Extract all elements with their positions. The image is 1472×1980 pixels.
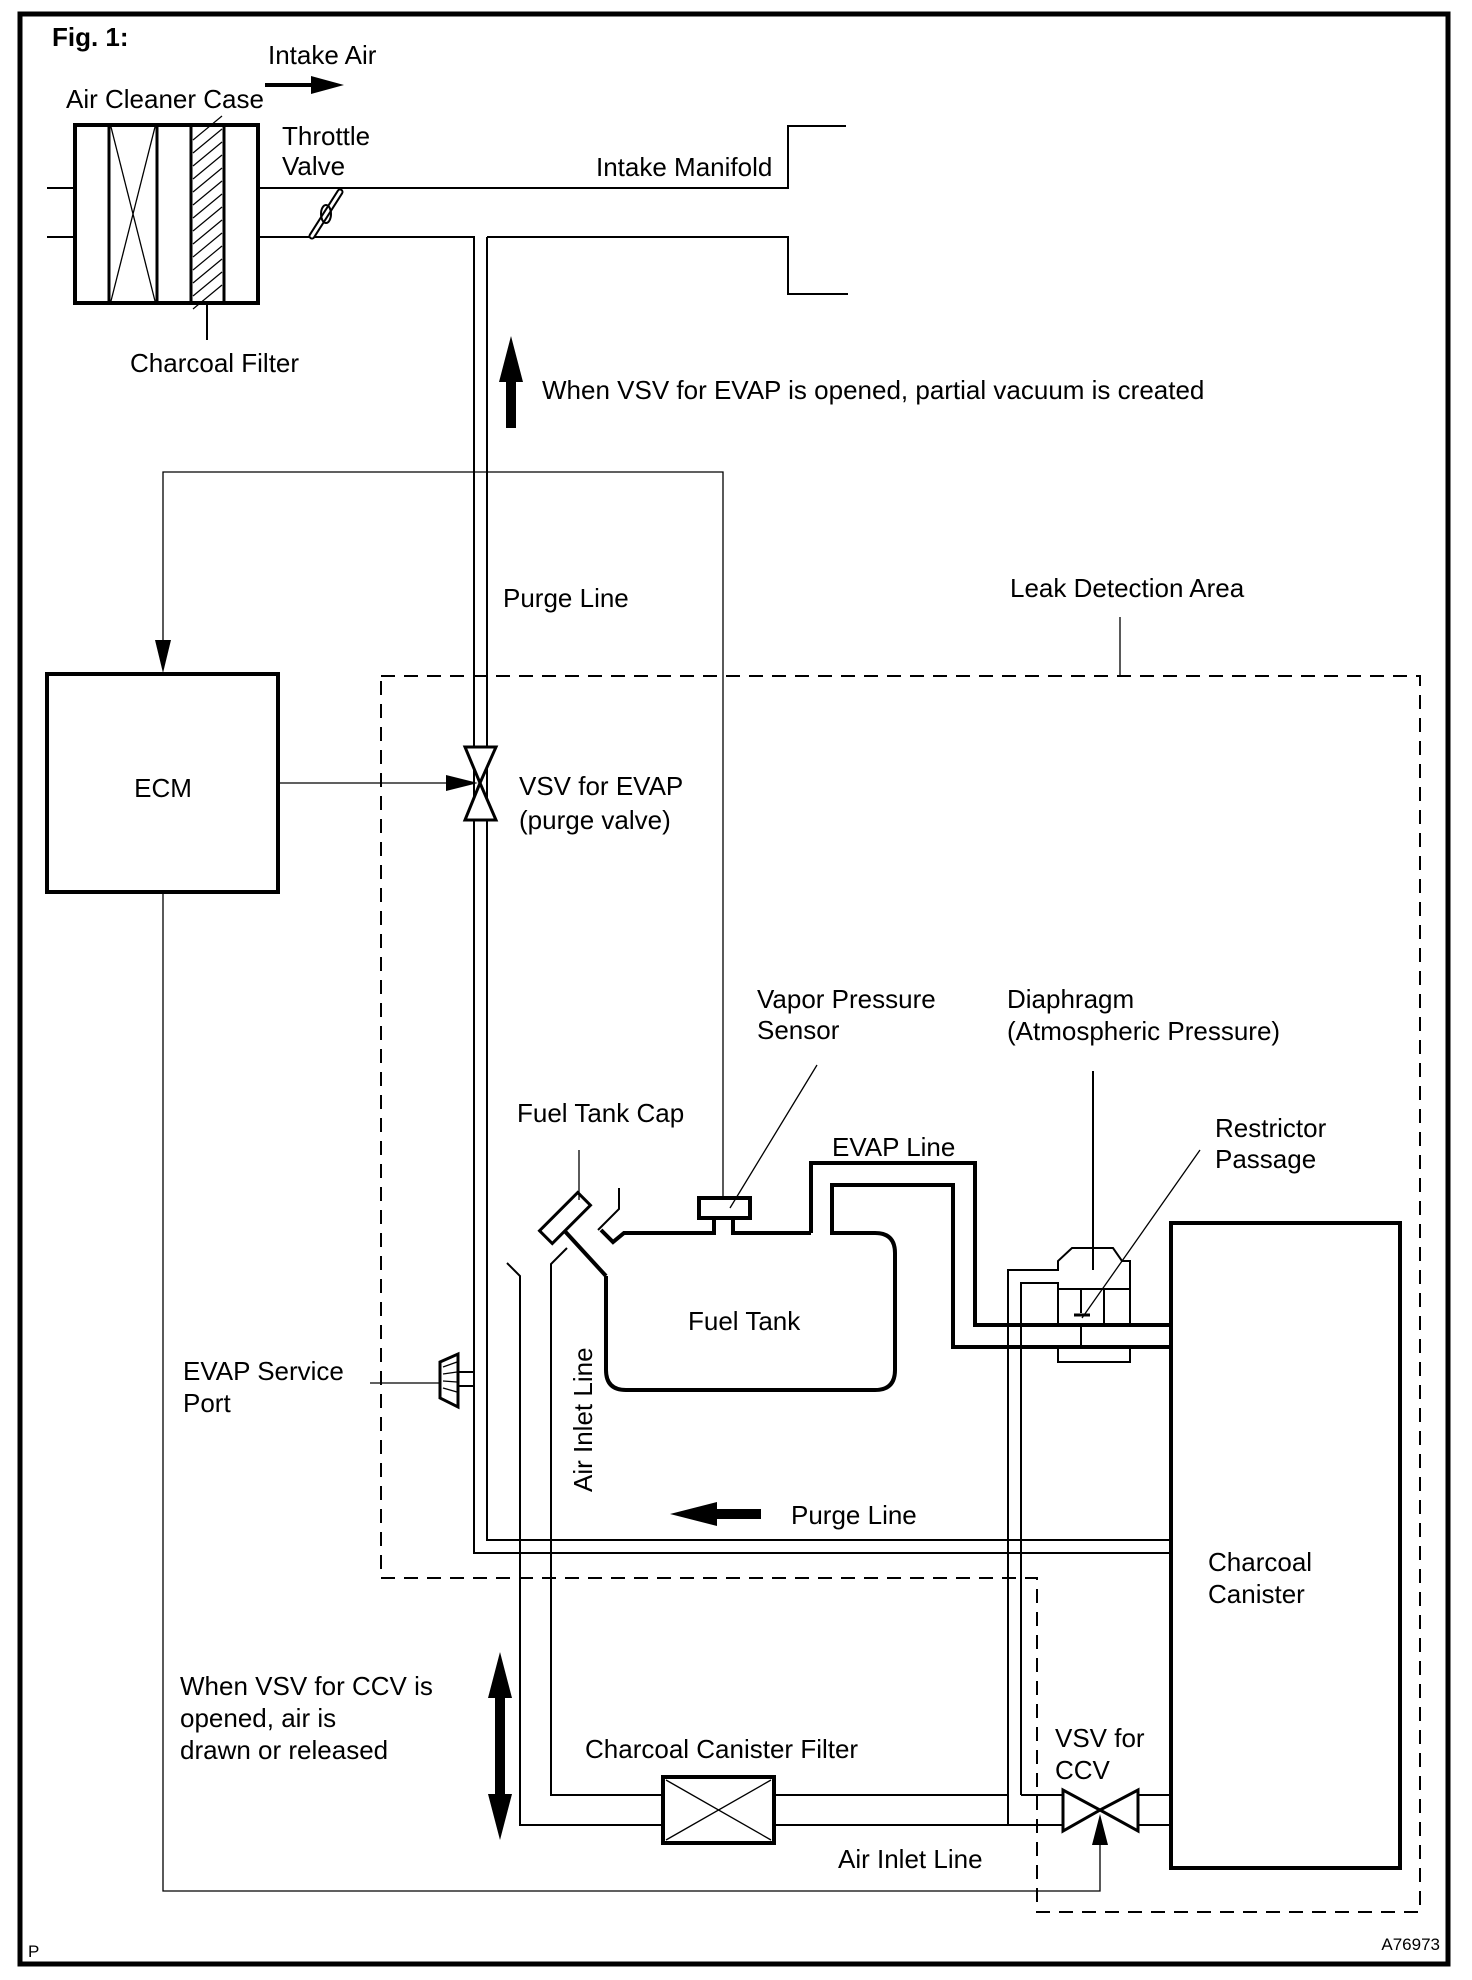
charcoal-filter-hatch (192, 115, 223, 310)
vapor-pressure-sensor-icon (697, 1196, 752, 1220)
ccv-note-2: opened, air is (180, 1703, 336, 1733)
figure-frame (17, 11, 1451, 1967)
hatch-line (192, 271, 223, 297)
vapor-pressure-sensor-label-1: Vapor Pressure (757, 984, 936, 1014)
fuel-tank-body (599, 1161, 1171, 1392)
ecm-input-arrow-icon (155, 640, 171, 673)
hatch-line (192, 154, 223, 180)
purge-line-label-upper: Purge Line (503, 583, 629, 613)
charcoal-canister (1169, 1221, 1402, 1870)
vacuum-arrow-up-icon (499, 336, 523, 428)
corner-mark: P (28, 1942, 39, 1961)
restrictor-passage-leader (1081, 1149, 1201, 1319)
diaphragm-assembly-icon (1007, 1247, 1171, 1825)
restrictor-passage-label-1: Restrictor (1215, 1113, 1327, 1143)
vsv-evap-signal-arrow-icon (446, 775, 478, 791)
intake-air-label: Intake Air (268, 40, 377, 70)
hatch-line (192, 128, 223, 154)
fuel-tank-neck (559, 1225, 608, 1278)
fuel-tank-cap-label: Fuel Tank Cap (517, 1098, 684, 1128)
evap-service-port-icon (438, 1351, 474, 1410)
fuel-tank-label: Fuel Tank (688, 1306, 801, 1336)
reference-code: A76973 (1381, 1935, 1440, 1954)
restrictor-passage-label-2: Passage (1215, 1144, 1316, 1174)
intake-manifold-label: Intake Manifold (596, 152, 772, 182)
purge-line-label-lower: Purge Line (791, 1500, 917, 1530)
charcoal-canister-filter-label: Charcoal Canister Filter (585, 1734, 858, 1764)
ecm-label: ECM (134, 773, 192, 803)
hatch-line (192, 245, 223, 271)
vsv-ccv-valve-icon (1061, 1787, 1171, 1834)
vsv-evap-label-1: VSV for EVAP (519, 771, 683, 801)
throttle-valve-icon (308, 188, 344, 240)
air-inlet-line-vertical-label: Air Inlet Line (568, 1347, 598, 1492)
hatch-line (192, 167, 223, 193)
diaphragm-label-1: Diaphragm (1007, 984, 1134, 1014)
vsv-evap-label-2: (purge valve) (519, 805, 671, 835)
purge-flow-arrow-left-icon (670, 1502, 761, 1526)
sensor-signal-wire (162, 471, 724, 1198)
diaphragm-label-2: (Atmospheric Pressure) (1007, 1016, 1280, 1046)
vacuum-note: When VSV for EVAP is opened, partial vac… (542, 375, 1204, 405)
charcoal-canister-label-2: Canister (1208, 1579, 1305, 1609)
hatch-line (192, 258, 223, 284)
air-inlet-line-inner (550, 1247, 663, 1796)
hatch-line (192, 180, 223, 206)
hatch-line (192, 232, 223, 258)
charcoal-canister-filter-icon (661, 1775, 776, 1845)
evap-service-port-label-2: Port (183, 1388, 231, 1418)
vsv-ccv-label-1: VSV for (1055, 1723, 1145, 1753)
leak-detection-area-label: Leak Detection Area (1010, 573, 1245, 603)
fuel-tank-cap-vent (597, 1188, 620, 1231)
hatch-line (192, 115, 223, 141)
leak-detection-area-boundary (380, 675, 1421, 1913)
throttle-valve-label-2: Valve (282, 151, 345, 181)
figure-title: Fig. 1: (52, 22, 129, 52)
intake-air-arrow-icon (265, 76, 344, 94)
ccv-note-3: drawn or released (180, 1735, 388, 1765)
ecm-to-vsv-ccv-wire (162, 892, 1101, 1892)
hatch-line (192, 206, 223, 232)
evap-service-port-label-1: EVAP Service (183, 1356, 344, 1386)
air-cleaner-case-label: Air Cleaner Case (66, 84, 264, 114)
purge-line-inner (486, 237, 1171, 1541)
ccv-bidirectional-arrow-icon (488, 1652, 512, 1840)
charcoal-canister-label-1: Charcoal (1208, 1547, 1312, 1577)
air-cleaner-case (47, 123, 260, 305)
hatch-line (192, 141, 223, 167)
vsv-evap-valve-icon (462, 745, 499, 822)
hatch-line (192, 219, 223, 245)
vapor-pressure-sensor-label-2: Sensor (757, 1015, 840, 1045)
ecm-box (45, 672, 280, 894)
vsv-ccv-signal-arrow-icon (1092, 1814, 1108, 1845)
hatch-line (192, 193, 223, 219)
air-inlet-line-outer (506, 1262, 663, 1826)
evap-line-label: EVAP Line (832, 1132, 955, 1162)
fuel-tank-cap-icon (537, 1190, 593, 1246)
ccv-note-1: When VSV for CCV is (180, 1671, 433, 1701)
throttle-valve-label-1: Throttle (282, 121, 370, 151)
vsv-ccv-label-2: CCV (1055, 1755, 1111, 1785)
vapor-pressure-sensor-leader (729, 1064, 818, 1209)
intake-pipe (258, 125, 1171, 1554)
hatch-line (192, 284, 223, 310)
charcoal-filter-label: Charcoal Filter (130, 348, 299, 378)
air-inlet-line-horizontal-label: Air Inlet Line (838, 1844, 983, 1874)
